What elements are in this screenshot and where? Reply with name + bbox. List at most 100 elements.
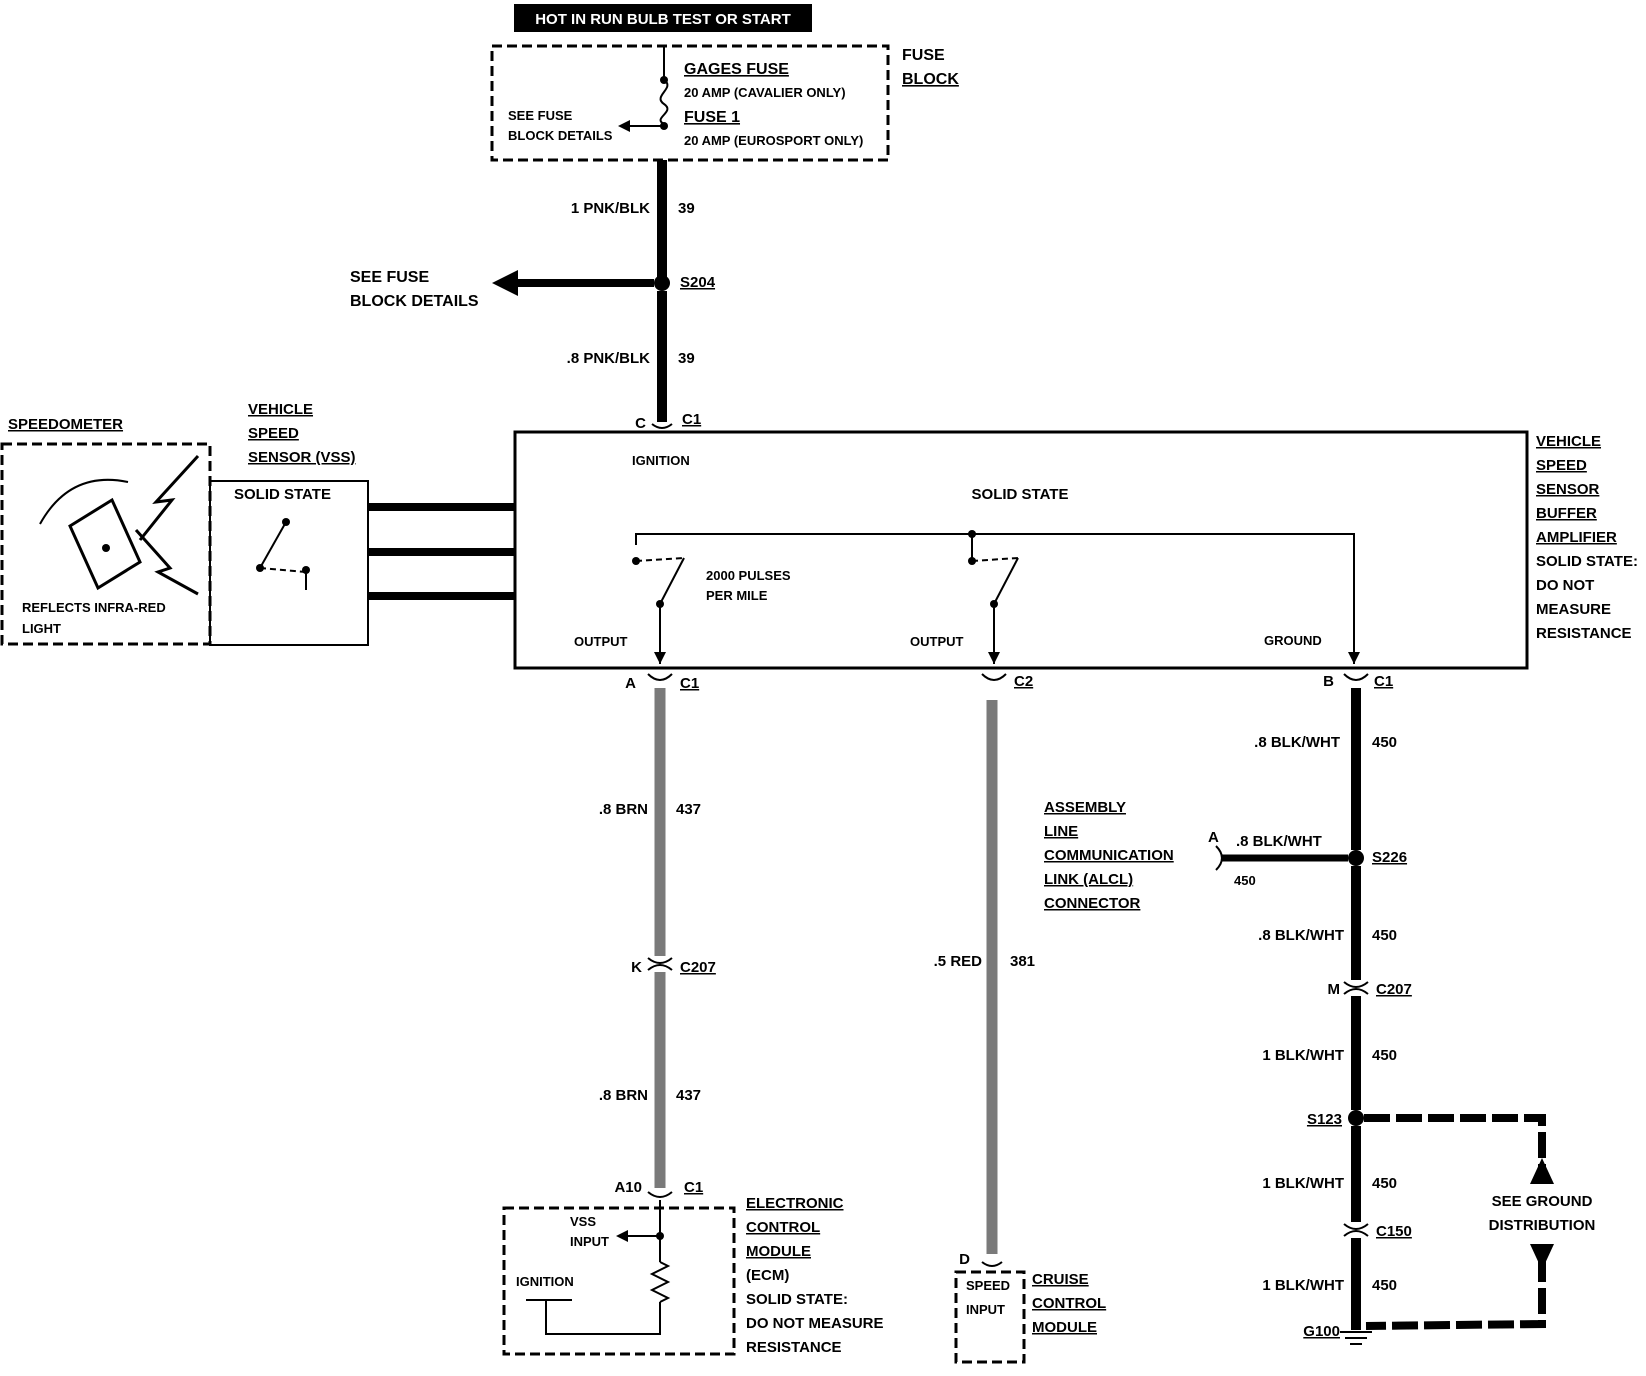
wire-450-3-circuit: 450 xyxy=(1372,1047,1397,1064)
buffer-amp-title: VEHICLE SPEED SENSOR BUFFER AMPLIFIER SO… xyxy=(1536,433,1638,642)
wire-450-2-circuit: 450 xyxy=(1372,927,1397,944)
speedometer-note-1: REFLECTS INFRA-RED xyxy=(22,600,166,615)
svg-text:SOLID STATE:: SOLID STATE: xyxy=(746,1291,848,1308)
svg-text:CRUISE: CRUISE xyxy=(1032,1271,1089,1288)
s204-see-details-2: BLOCK DETAILS xyxy=(350,293,479,310)
conn-c1-top-label: C1 xyxy=(682,411,701,428)
vss-switch-blade xyxy=(259,521,287,569)
wire-381-gauge: .5 RED xyxy=(934,953,983,970)
wire-39-lower-gauge: .8 PNK/BLK xyxy=(567,350,651,367)
alcl-ground-gauge: .8 BLK/WHT xyxy=(1236,833,1322,850)
svg-text:SPEED: SPEED xyxy=(1536,457,1587,474)
svg-text:ASSEMBLY: ASSEMBLY xyxy=(1044,799,1126,816)
output2-label: OUTPUT xyxy=(910,634,964,649)
connector-c207-m xyxy=(1343,981,1369,995)
speedometer-note-2: LIGHT xyxy=(22,621,61,636)
wire-437-lower-gauge: .8 BRN xyxy=(599,1087,648,1104)
switch2-blade xyxy=(993,557,1019,605)
pulses-label-1: 2000 PULSES xyxy=(706,568,791,583)
conn-c2-label: C2 xyxy=(1014,673,1033,690)
svg-text:SENSOR: SENSOR xyxy=(1536,481,1600,498)
fuse-block-box xyxy=(490,44,890,162)
wire-450-1-circuit: 450 xyxy=(1372,734,1397,751)
svg-text:CONTROL: CONTROL xyxy=(1032,1295,1106,1312)
cruise-input-1: SPEED xyxy=(966,1278,1010,1293)
wire-450-5-circuit: 450 xyxy=(1372,1277,1397,1294)
alcl-label: ASSEMBLY LINE COMMUNICATION LINK (ALCL) … xyxy=(1044,799,1174,912)
infrared-beam-upper xyxy=(138,454,200,541)
buffer-ground-bus xyxy=(635,533,1355,664)
pin-k-label: K xyxy=(631,959,642,976)
ecm-title: ELECTRONIC CONTROL MODULE (ECM) SOLID ST… xyxy=(746,1195,884,1356)
fuse-block-title-2: BLOCK xyxy=(902,71,959,88)
splice-s226 xyxy=(1348,850,1364,866)
svg-text:MEASURE: MEASURE xyxy=(1536,601,1611,618)
fuse1-rating: 20 AMP (EUROSPORT ONLY) xyxy=(684,133,863,148)
conn-c1-b-label: C1 xyxy=(1374,673,1393,690)
connector-c1-top xyxy=(651,423,673,429)
splice-s204 xyxy=(654,275,670,291)
power-label-box xyxy=(514,4,812,32)
cruise-title: CRUISE CONTROL MODULE xyxy=(1032,1271,1106,1336)
svg-text:AMPLIFIER: AMPLIFIER xyxy=(1536,529,1617,546)
svg-text:CONTROL: CONTROL xyxy=(746,1219,820,1236)
svg-text:VEHICLE: VEHICLE xyxy=(1536,433,1601,450)
alcl-ground-terminal xyxy=(1215,845,1223,871)
ecm-box xyxy=(502,1206,736,1356)
connector-c2 xyxy=(981,673,1007,681)
speedometer-dial-arc xyxy=(39,478,129,525)
vss-switch-dashed xyxy=(259,567,307,573)
vss-title-3: SENSOR (VSS) xyxy=(248,449,356,466)
s204-branch-arrow xyxy=(492,270,518,296)
svg-text:LINK (ALCL): LINK (ALCL) xyxy=(1044,871,1133,888)
wire-450-3-gauge: 1 BLK/WHT xyxy=(1262,1047,1344,1064)
svg-text:DO NOT MEASURE: DO NOT MEASURE xyxy=(746,1315,884,1332)
s204-see-details-1: SEE FUSE xyxy=(350,269,429,286)
connector-c207-k xyxy=(647,957,673,971)
ecm-vss-input-1: VSS xyxy=(570,1214,596,1229)
ecm-input-arrow xyxy=(616,1230,628,1242)
wire-437-upper-gauge: .8 BRN xyxy=(599,801,648,818)
fuse-symbol xyxy=(659,79,669,125)
connector-cruise-d xyxy=(981,1261,1003,1267)
wire-437-upper-circuit: 437 xyxy=(676,801,701,818)
ground-g100-label: G100 xyxy=(1303,1323,1340,1340)
ecm-ignition-line xyxy=(545,1300,661,1335)
svg-text:MODULE: MODULE xyxy=(1032,1319,1097,1336)
svg-text:RESISTANCE: RESISTANCE xyxy=(746,1339,842,1356)
vss-state: SOLID STATE xyxy=(234,486,331,503)
speedometer-sensor-cell xyxy=(68,497,142,591)
conn-c207-m-label: C207 xyxy=(1376,981,1412,998)
pin-c-label: C xyxy=(635,415,646,432)
alcl-ground-circuit: 450 xyxy=(1234,873,1256,888)
conn-c150-label: C150 xyxy=(1376,1223,1412,1240)
vss-title-2: SPEED xyxy=(248,425,299,442)
wire-450-4-gauge: 1 BLK/WHT xyxy=(1262,1175,1344,1192)
wire-450-1-gauge: .8 BLK/WHT xyxy=(1254,734,1340,751)
buffer-amp-state: SOLID STATE xyxy=(972,486,1069,503)
ground-label: GROUND xyxy=(1264,633,1322,648)
svg-text:ELECTRONIC: ELECTRONIC xyxy=(746,1195,844,1212)
ecm-resistor xyxy=(649,1261,671,1303)
pin-a-label: A xyxy=(625,675,636,692)
fuse-block-title-1: FUSE xyxy=(902,47,945,64)
svg-text:MODULE: MODULE xyxy=(746,1243,811,1260)
infrared-beam-lower xyxy=(134,528,199,596)
wire-39-upper-circuit: 39 xyxy=(678,200,695,217)
cruise-input-2: INPUT xyxy=(966,1302,1005,1317)
ecm-pin-label: A10 xyxy=(614,1179,642,1196)
ground-distribution-loop xyxy=(1364,1114,1546,1330)
svg-text:(ECM): (ECM) xyxy=(746,1267,789,1284)
alcl-ground-pin: A xyxy=(1208,829,1219,846)
svg-text:RESISTANCE: RESISTANCE xyxy=(1536,625,1632,642)
splice-s204-label: S204 xyxy=(680,274,716,291)
svg-text:BUFFER: BUFFER xyxy=(1536,505,1597,522)
wire-39-upper-gauge: 1 PNK/BLK xyxy=(571,200,650,217)
svg-text:COMMUNICATION: COMMUNICATION xyxy=(1044,847,1174,864)
svg-text:SOLID STATE:: SOLID STATE: xyxy=(1536,553,1638,570)
see-ground-2: DISTRIBUTION xyxy=(1489,1217,1596,1234)
buffer-amp-box xyxy=(513,430,1529,670)
vss-box xyxy=(209,480,369,646)
svg-text:LINE: LINE xyxy=(1044,823,1078,840)
wire-450-5-gauge: 1 BLK/WHT xyxy=(1262,1277,1344,1294)
